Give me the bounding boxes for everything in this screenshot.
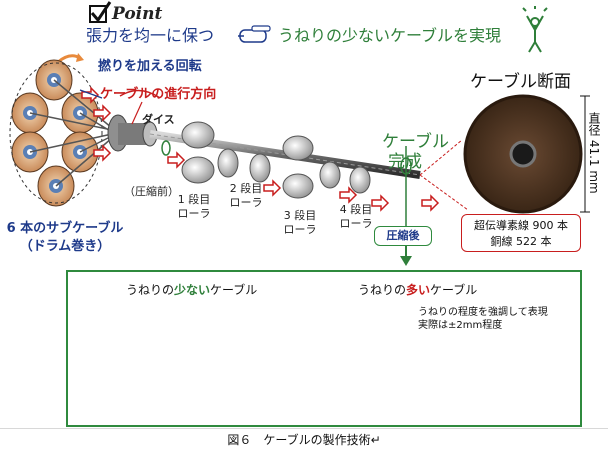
pointing-hand-icon [238,26,270,42]
figure-caption: 図６ ケーブルの製作技術↵ [0,434,608,446]
headline-less-undulation: うねりの少ないケーブルを実現 [278,28,501,44]
spec-copper: 銅線 522 本 [462,236,580,247]
roller-1-line2: ローラ [174,208,214,219]
point-heading: Point [112,6,162,23]
roller-2-line1: 2 段目 [224,183,268,194]
after-compression-box: 圧縮後 [374,226,432,246]
roller-pair-1 [182,122,214,183]
high-undulation-title: うねりの多いケーブル [358,284,477,296]
roller-1-line1: 1 段目 [174,194,214,205]
emphasis-note: うねりの程度を強調して表現 [418,308,548,318]
headline-uniform-tension: 張力を均一に保つ [86,28,214,44]
die-label: ダイス [142,114,175,125]
cable-complete-line1: ケーブル [382,134,449,151]
sub-cable-line2: （ドラム巻き） [0,240,130,253]
roller-3-line1: 3 段目 [278,210,322,221]
twist-rotation-label: 撚りを加える回転 [98,60,202,73]
roller-pair-3 [283,136,313,198]
roller-3-line2: ローラ [278,224,322,235]
roller-2-line2: ローラ [224,197,268,208]
direction-label: ケーブルの進行方向 [100,88,216,101]
low-undulation-title: うねりの少ないケーブル [126,284,257,296]
diameter-label: 直径 41.1 mm [588,112,600,194]
roller-pair-2 [218,149,270,182]
cable-spec-box: 超伝導素線 900 本 銅線 522 本 [461,214,581,252]
divider [0,428,608,429]
roller-4-line2: ローラ [334,218,378,229]
actual-note: 実際は±2mm程度 [418,321,502,331]
comparison-panel: うねりの少ないケーブル うねりの多いケーブル うねりの程度を強調して表現 実際は… [66,270,582,427]
sub-cable-line1: 6 本のサブケーブル [0,222,130,235]
cable-cross-section [465,96,590,212]
drum-group [10,60,112,206]
cheering-person-icon [523,6,547,52]
cable-complete-line2: 完成 [388,154,422,171]
cross-section-title: ケーブル断面 [470,74,571,91]
curved-arrow-icon [58,53,84,62]
checkbox-icon [90,2,110,22]
spec-superconducting: 超伝導素線 900 本 [462,220,580,231]
roller-4-line1: 4 段目 [334,204,378,215]
after-compression-label: 圧縮後 [375,230,431,241]
before-compression-label: （圧縮前） [124,186,179,197]
